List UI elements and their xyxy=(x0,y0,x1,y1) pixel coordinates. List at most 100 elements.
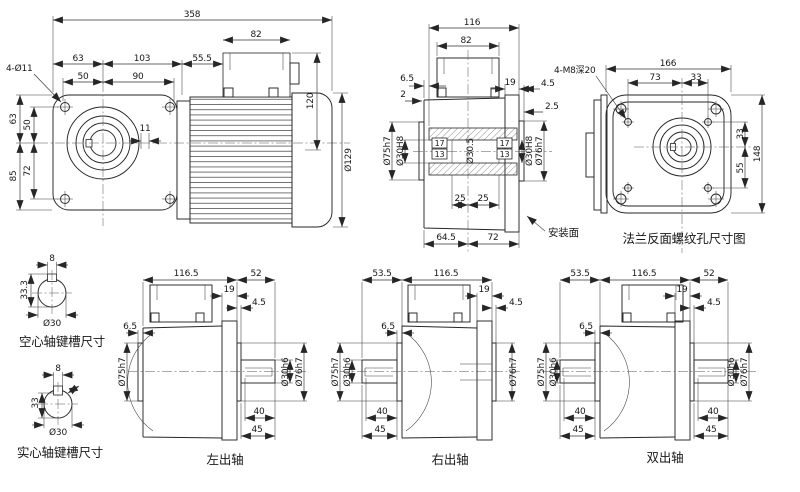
conduit-entry xyxy=(289,62,300,85)
rear-flange-dimensions: 166 73 33 33 55 148 4-M8深20 法兰反面螺纹孔尺寸图 xyxy=(554,59,766,246)
dim-40: 40 xyxy=(253,407,265,417)
dim-body-116-5: 116.5 xyxy=(174,269,199,279)
front-view-geometry xyxy=(38,52,350,228)
caption-double-shaft: 双出轴 xyxy=(647,450,684,465)
boss-left xyxy=(418,121,425,181)
double-shaft-view: 53.5 116.5 52 19 4.5 6.5 Ø75h7 Ø30h6 Ø30… xyxy=(536,269,758,465)
dim-82: 82 xyxy=(460,36,471,46)
caption-rear-flange: 法兰反面螺纹孔尺寸图 xyxy=(622,231,745,246)
dim-45: 45 xyxy=(251,425,262,435)
dim-boss-dia: Ø75h7 xyxy=(382,137,393,166)
dim-boss-dia: Ø75h7 xyxy=(117,358,128,387)
dim-4-5: 4.5 xyxy=(707,298,721,308)
dim-keyway-11: 11 xyxy=(139,124,150,134)
dim-key-width: 8 xyxy=(49,254,55,264)
dim-166: 166 xyxy=(660,59,677,69)
gearbox-flange-plate xyxy=(176,100,191,220)
spigot xyxy=(689,342,695,402)
motor-fins xyxy=(189,96,293,224)
dim-33-right: 33 xyxy=(736,128,746,139)
output-shaft xyxy=(240,359,276,384)
keyway-solid-view: 8 33 Ø30 实心轴键槽尺寸 xyxy=(17,364,103,460)
dim-72: 72 xyxy=(23,165,33,176)
dim-shaft-dia-left: Ø30h6 xyxy=(548,357,559,386)
bolt-hole-crosses xyxy=(57,99,178,207)
dim-148: 148 xyxy=(753,145,763,162)
dim-55: 55 xyxy=(736,162,746,173)
caption-left-shaft: 左出轴 xyxy=(207,452,244,467)
dim-motor-dia: Ø129 xyxy=(343,148,354,172)
dim-25-left: 25 xyxy=(454,194,465,204)
front-view-dimensions: 358 82 63 103 55.5 50 90 63 85 50 72 4-Ø… xyxy=(6,10,354,228)
dim-19: 19 xyxy=(223,285,235,295)
dim-boss-dia: Ø75h7 xyxy=(536,358,547,387)
dim-spigot-dia: Ø76h7 xyxy=(739,358,750,387)
dim-72: 72 xyxy=(487,233,498,243)
dim-19: 19 xyxy=(478,285,490,295)
hollow-shaft-wall-bottom xyxy=(428,162,518,176)
boss xyxy=(594,342,601,402)
dim-4-5: 4.5 xyxy=(509,298,523,308)
right-shaft-dimensions: 53.5 116.5 19 4.5 6.5 Ø75h7 Ø30h6 Ø76h7 … xyxy=(330,269,523,467)
section-view-geometry xyxy=(413,50,552,252)
dim-33: 33 xyxy=(31,397,41,408)
rear-flange-geometry xyxy=(585,78,752,253)
caption-solid-keyway: 实心轴键槽尺寸 xyxy=(17,445,103,460)
note-bolt-holes: 4-Ø11 xyxy=(6,63,33,74)
double-shaft-geometry xyxy=(542,284,758,441)
dim-85: 85 xyxy=(9,170,19,181)
boss xyxy=(137,342,144,402)
dim-spigot-dia: Ø76h7 xyxy=(294,358,305,387)
dim-90: 90 xyxy=(132,72,144,82)
dim-2-5: 2.5 xyxy=(545,102,559,112)
dim-53-5: 53.5 xyxy=(372,269,391,279)
dim-52: 52 xyxy=(250,269,261,279)
dim-33-3: 33.3 xyxy=(20,280,30,299)
note-thread: 4-M8深20 xyxy=(554,65,596,76)
hollow-shaft-wall-top xyxy=(428,127,518,141)
dim-73: 73 xyxy=(649,73,660,83)
left-shaft-geometry xyxy=(127,284,306,441)
dim-40-right: 40 xyxy=(707,407,719,417)
dim-53-5: 53.5 xyxy=(570,269,589,279)
dim-55-5: 55.5 xyxy=(192,54,211,64)
right-shaft-geometry xyxy=(340,284,520,441)
spigot-right xyxy=(518,120,525,182)
dim-box-width: 82 xyxy=(250,30,261,40)
dim-63h: 63 xyxy=(72,54,83,64)
dim-45-left: 45 xyxy=(572,425,583,435)
dim-groove-17-right: 17 xyxy=(500,139,510,148)
dim-50h: 50 xyxy=(77,72,89,82)
dim-4-5: 4.5 xyxy=(252,298,266,308)
mounting-flange xyxy=(674,320,691,441)
fan-cover xyxy=(291,92,333,228)
dim-103: 103 xyxy=(134,54,151,64)
dim-spigot-dia: Ø76h7 xyxy=(508,358,519,387)
double-shaft-dimensions: 53.5 116.5 52 19 4.5 6.5 Ø75h7 Ø30h6 Ø30… xyxy=(536,269,753,465)
flange-outline xyxy=(605,94,732,214)
dim-spigot-dia: Ø76h7 xyxy=(534,137,545,166)
dim-50v: 50 xyxy=(23,119,33,131)
section-view: 116 82 6.5 2 19 4.5 2.5 Ø75h7 Ø30H8 17 1… xyxy=(382,18,579,252)
dim-shaft-dia-right: Ø30h6 xyxy=(726,357,737,386)
dim-bore-right: Ø30H8 xyxy=(524,136,535,167)
dim-groove-13-left: 13 xyxy=(435,150,445,159)
dim-40: 40 xyxy=(376,407,388,417)
caption-hollow-keyway: 空心轴键槽尺寸 xyxy=(19,334,105,349)
label-mounting-face: 安装面 xyxy=(548,226,579,239)
dim-overall-length: 358 xyxy=(184,10,201,20)
dim-boss-dia: Ø75h7 xyxy=(330,358,341,387)
dim-19: 19 xyxy=(676,285,688,295)
dim-bore-left: Ø30H8 xyxy=(395,136,406,167)
mounting-flange xyxy=(476,320,493,441)
mounting-flange xyxy=(221,320,238,441)
section-view-dimensions: 116 82 6.5 2 19 4.5 2.5 Ø75h7 Ø30H8 17 1… xyxy=(382,18,579,248)
dim-25-right: 25 xyxy=(477,194,488,204)
dim-63v: 63 xyxy=(9,113,19,124)
left-shaft-dimensions: 116.5 52 19 4.5 6.5 Ø75h7 Ø30h6 Ø76h7 40… xyxy=(117,269,308,467)
terminal-box xyxy=(222,52,291,98)
caption-right-shaft: 右出轴 xyxy=(432,452,469,467)
dim-groove-13-right: 13 xyxy=(500,150,510,159)
dim-shaft-30: Ø30 xyxy=(49,427,67,438)
